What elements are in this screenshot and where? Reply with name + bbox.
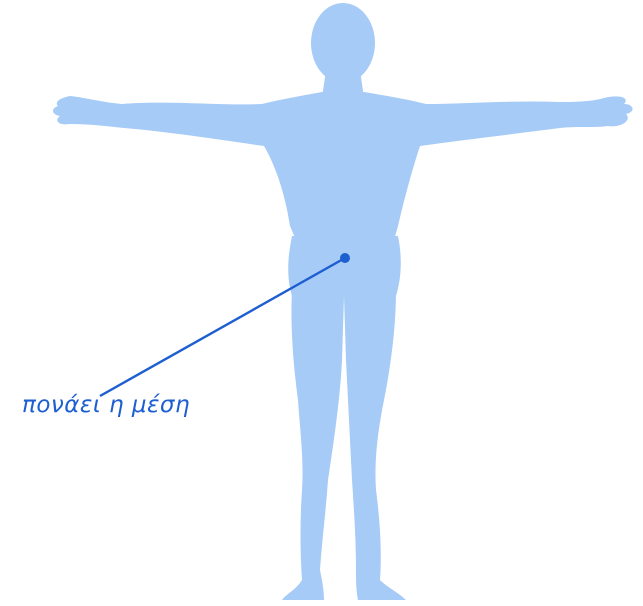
pointer-dot (340, 253, 350, 263)
left-leg (282, 290, 344, 600)
annotation-label: πονάει η μέση (22, 392, 190, 418)
hips (288, 236, 401, 296)
right-leg (344, 290, 406, 600)
torso-and-arms (53, 92, 633, 240)
human-body-silhouette (53, 3, 633, 600)
